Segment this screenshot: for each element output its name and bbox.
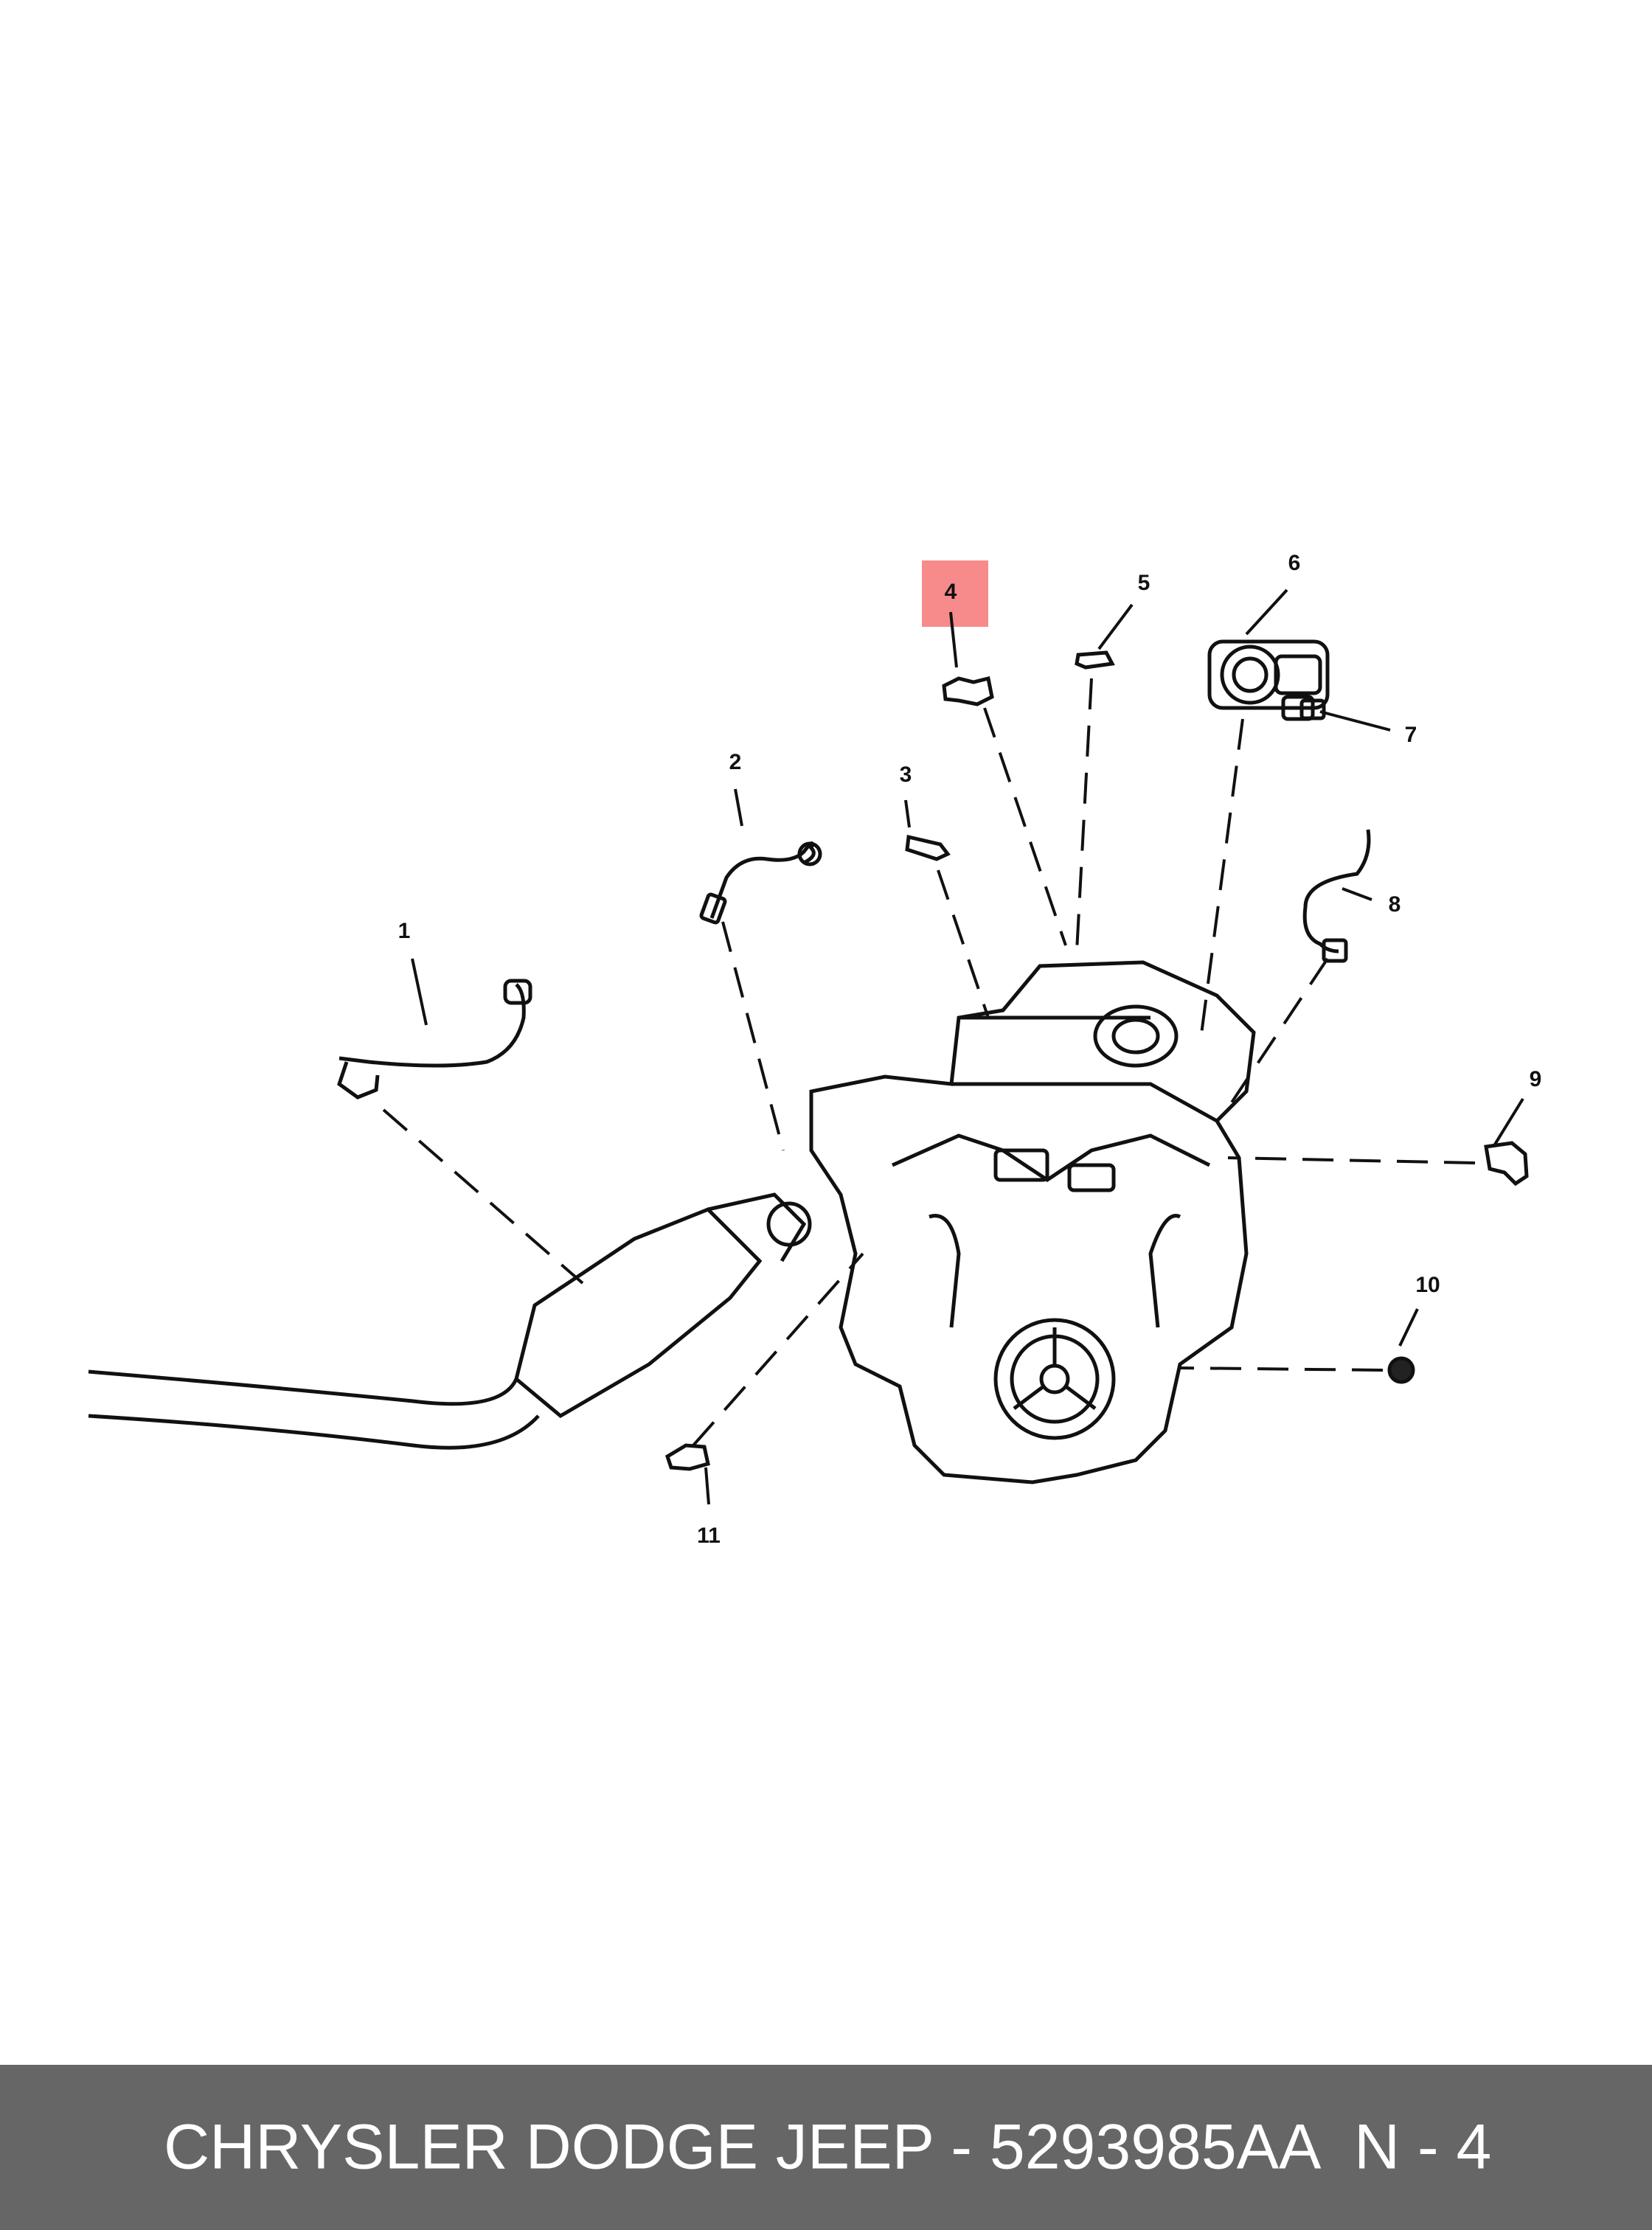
oxygen-sensor-1[interactable] (337, 979, 532, 1100)
leader-lines (411, 588, 1524, 1505)
throttle-body-6[interactable] (1207, 639, 1330, 721)
engine-block (809, 960, 1256, 1484)
exhaust-pipe (88, 1369, 540, 1450)
callout-5[interactable]: 5 (1138, 571, 1150, 595)
callout-3[interactable]: 3 (900, 763, 912, 787)
callout-1[interactable]: 1 (398, 919, 411, 943)
callout-6[interactable]: 6 (1288, 551, 1301, 575)
callout-9[interactable]: 9 (1530, 1067, 1542, 1091)
callout-8[interactable]: 8 (1389, 892, 1401, 917)
callout-7[interactable]: 7 (1405, 723, 1417, 747)
cam-position-sensor-4[interactable] (942, 675, 994, 706)
map-sensor-5[interactable] (1075, 650, 1115, 670)
callout-reference: N - 4 (1354, 2111, 1492, 2183)
nut-10[interactable] (1387, 1356, 1415, 1384)
knock-sensor-9[interactable] (1484, 1141, 1529, 1187)
oxygen-sensor-2[interactable] (699, 841, 822, 925)
callout-2[interactable]: 2 (729, 750, 742, 774)
callout-4[interactable]: 4 (945, 580, 957, 604)
callout-4-highlight (922, 560, 988, 627)
catalytic-converter (514, 1192, 812, 1419)
temp-sensor-3[interactable] (905, 834, 951, 861)
part-number-title: CHRYSLER DODGE JEEP - 5293985AA (164, 2111, 1322, 2183)
crank-sensor-11[interactable] (664, 1443, 710, 1471)
callout-10[interactable]: 10 (1415, 1273, 1440, 1297)
throttle-sensor-7[interactable] (1299, 698, 1326, 720)
oxygen-sensor-8[interactable] (1302, 829, 1371, 963)
callout-11[interactable]: 11 (697, 1524, 721, 1548)
dashed-leaders (382, 678, 1476, 1447)
footer-bar: CHRYSLER DODGE JEEP - 5293985AA N - 4 (0, 2065, 1652, 2230)
engine-sensor-diagram: 1 2 3 4 5 6 7 8 9 10 11 (88, 551, 1542, 1548)
